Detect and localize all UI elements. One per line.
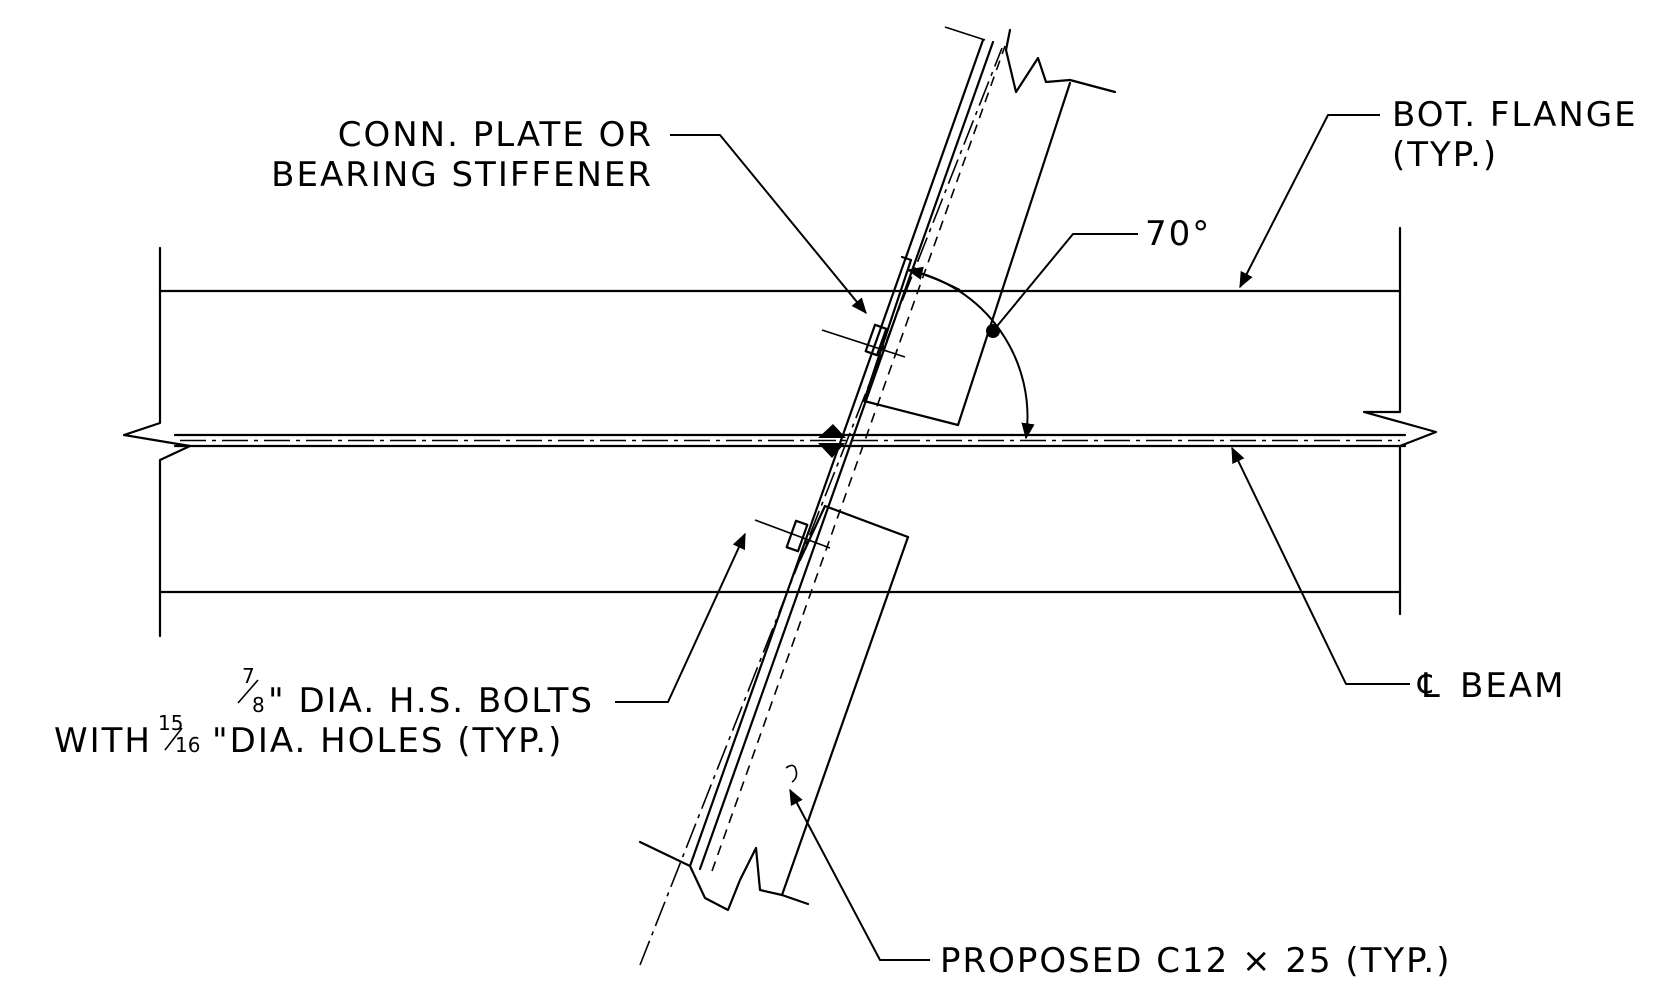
weld-upper (818, 424, 846, 438)
bot-flange-label-line2: (TYP.) (1392, 135, 1498, 175)
left-break-line (122, 246, 192, 638)
plate-hidden-line (711, 45, 1006, 872)
upper-channel-break (1004, 28, 1117, 94)
angle-label: 70° (1145, 214, 1211, 254)
beam-cl-callout: ℄ BEAM (1231, 446, 1565, 706)
bolts-label-line2-prefix: WITH (54, 721, 152, 761)
plate-top-end (944, 26, 986, 41)
channel-label: PROPOSED C12 × 25 (TYP.) (940, 941, 1451, 981)
lower-channel-back (780, 535, 910, 897)
conn-plate-label-line2: BEARING STIFFENER (271, 155, 653, 195)
plate-centerline (639, 47, 1003, 966)
bot-flange-callout: BOT. FLANGE (TYP.) (1239, 95, 1638, 289)
bolts-line2-denominator: 16 (175, 733, 200, 757)
lower-flange-end-left (638, 840, 692, 868)
bolts-line2-fraction-bar (164, 727, 183, 751)
channel-leader (789, 788, 930, 961)
connection-plate (639, 26, 1006, 966)
conn-plate-callout: CONN. PLATE OR BEARING STIFFENER (271, 115, 867, 315)
conn-plate-leader (670, 134, 867, 315)
beam-cl-symbol: ℄ (1417, 666, 1442, 706)
weld-lower (818, 443, 845, 458)
plate-edge-right (698, 40, 995, 871)
bolts-line1-denominator: 8 (252, 693, 265, 717)
angle-leader (992, 233, 1138, 332)
bolts-leader (615, 532, 746, 703)
angle-arc (907, 269, 1035, 440)
upper-channel-back (956, 81, 1072, 427)
lower-bolt (785, 519, 809, 553)
bot-flange-label-line1: BOT. FLANGE (1392, 95, 1638, 135)
angle-arc-start-arrow (906, 266, 961, 291)
weld-symbols (818, 424, 846, 458)
lower-channel-end (823, 504, 910, 539)
upper-channel (821, 28, 1117, 427)
lower-channel-flange (798, 504, 827, 562)
upper-channel-end (862, 399, 960, 427)
plate-edge-left (688, 38, 985, 868)
beam-cl-label: BEAM (1460, 666, 1565, 706)
upper-channel-tip (900, 255, 913, 262)
lower-channel (638, 504, 910, 912)
bolts-callout: 7 8 " DIA. H.S. BOLTS WITH 15 16 "DIA. H… (54, 532, 746, 761)
upper-channel-flange (862, 258, 913, 403)
bot-flange-leader (1239, 114, 1380, 289)
conn-plate-label-line1: CONN. PLATE OR (338, 115, 653, 155)
bolts-label-line2: "DIA. HOLES (TYP.) (212, 721, 563, 761)
bolts-label-line1: " DIA. H.S. BOLTS (268, 681, 594, 721)
angle-dimension: 70° (906, 214, 1211, 440)
bolts-line1-fraction-bar (237, 679, 259, 704)
beam-cl-leader (1231, 446, 1410, 685)
upper-bolt-centerline (821, 329, 906, 358)
bolts-line1-numerator: 7 (242, 664, 255, 688)
right-break-line (1362, 226, 1438, 616)
main-beam (122, 226, 1438, 638)
lower-channel-break (688, 846, 810, 912)
upper-bolt (864, 323, 888, 357)
channel-tilde-mark (785, 764, 798, 783)
channel-callout: PROPOSED C12 × 25 (TYP.) (785, 764, 1451, 981)
